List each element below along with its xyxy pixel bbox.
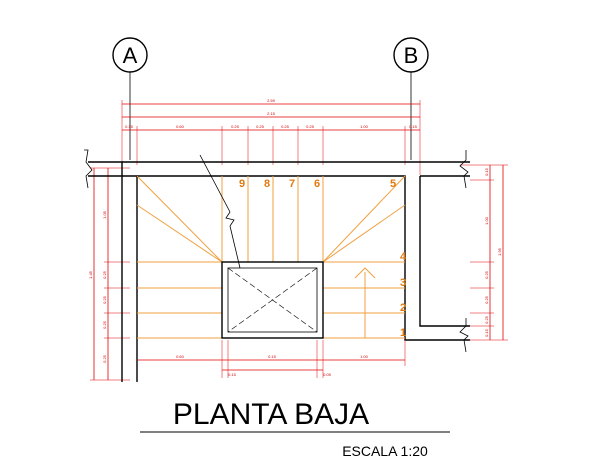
dim-right-2: 1.00 — [484, 216, 489, 225]
dim-bottom-small-1: 0.15 — [228, 372, 237, 377]
step-8: 8 — [264, 178, 270, 190]
dim-top-seg-6: 0.25 — [306, 124, 315, 129]
dim-right-6: 0.15 — [484, 328, 489, 337]
dim-bottom-1: 0.60 — [176, 354, 185, 359]
dim-left-2: 0.25 — [102, 270, 107, 279]
right-dimensions: 0.15 1.00 0.25 0.25 0.25 0.15 1.95 — [460, 164, 508, 341]
axis-a-marker: A — [112, 37, 148, 73]
left-dimensions: 1.05 0.25 0.25 0.25 0.25 1.45 — [88, 167, 130, 381]
dim-left-1: 1.05 — [102, 210, 107, 219]
step-7: 7 — [289, 178, 295, 190]
axis-b-marker: B — [393, 37, 429, 73]
step-2: 2 — [400, 302, 406, 314]
dim-right-4: 0.25 — [484, 295, 489, 304]
stair-treads — [136, 175, 406, 339]
bottom-dimensions: 0.60 0.15 1.00 0.15 0.05 — [137, 340, 406, 378]
dim-bottom-2: 0.15 — [268, 354, 277, 359]
dim-overall: 2.15 — [267, 111, 276, 116]
dim-left-5: 0.25 — [102, 354, 107, 363]
dim-right-5: 0.25 — [484, 315, 489, 324]
dim-top-seg-3: 0.25 — [231, 124, 240, 129]
step-9: 9 — [239, 178, 245, 190]
dim-right-1: 0.15 — [484, 167, 489, 176]
dim-bottom-4: 1.00 — [360, 354, 369, 359]
dim-top-seg-2: 0.60 — [176, 124, 185, 129]
step-5: 5 — [390, 178, 396, 190]
dim-left-4: 0.25 — [102, 320, 107, 329]
walls — [84, 149, 470, 382]
step-numbers: 9 8 7 6 5 4 3 2 1 — [239, 178, 407, 339]
dim-top-seg-7: 1.00 — [360, 124, 369, 129]
dim-left-total: 1.45 — [88, 270, 93, 279]
step-1: 1 — [400, 327, 406, 339]
dim-total: 2.59 — [267, 98, 276, 103]
dim-top-seg-8: 0.15 — [409, 124, 418, 129]
step-4: 4 — [400, 251, 407, 263]
dim-right-3: 0.25 — [484, 270, 489, 279]
axis-b-label: B — [404, 43, 419, 68]
step-6: 6 — [314, 178, 320, 190]
dim-top-seg-1: 0.15 — [125, 124, 134, 129]
dim-bottom-small-2: 0.05 — [323, 372, 332, 377]
title-block: PLANTA BAJA ESCALA 1:20 — [140, 398, 450, 459]
step-3: 3 — [400, 277, 406, 289]
dim-top-seg-4: 0.25 — [256, 124, 265, 129]
dim-right-total: 1.95 — [497, 247, 502, 256]
top-dimensions: 2.59 2.15 0.15 0.60 0.25 0.25 0.25 0.25 … — [121, 98, 421, 175]
stairwell-opening — [199, 154, 324, 339]
axis-a-label: A — [123, 43, 138, 68]
drawing-scale: ESCALA 1:20 — [342, 443, 428, 459]
dim-left-3: 0.25 — [102, 295, 107, 304]
drawing-title: PLANTA BAJA — [173, 398, 369, 431]
dim-top-seg-5: 0.25 — [281, 124, 290, 129]
